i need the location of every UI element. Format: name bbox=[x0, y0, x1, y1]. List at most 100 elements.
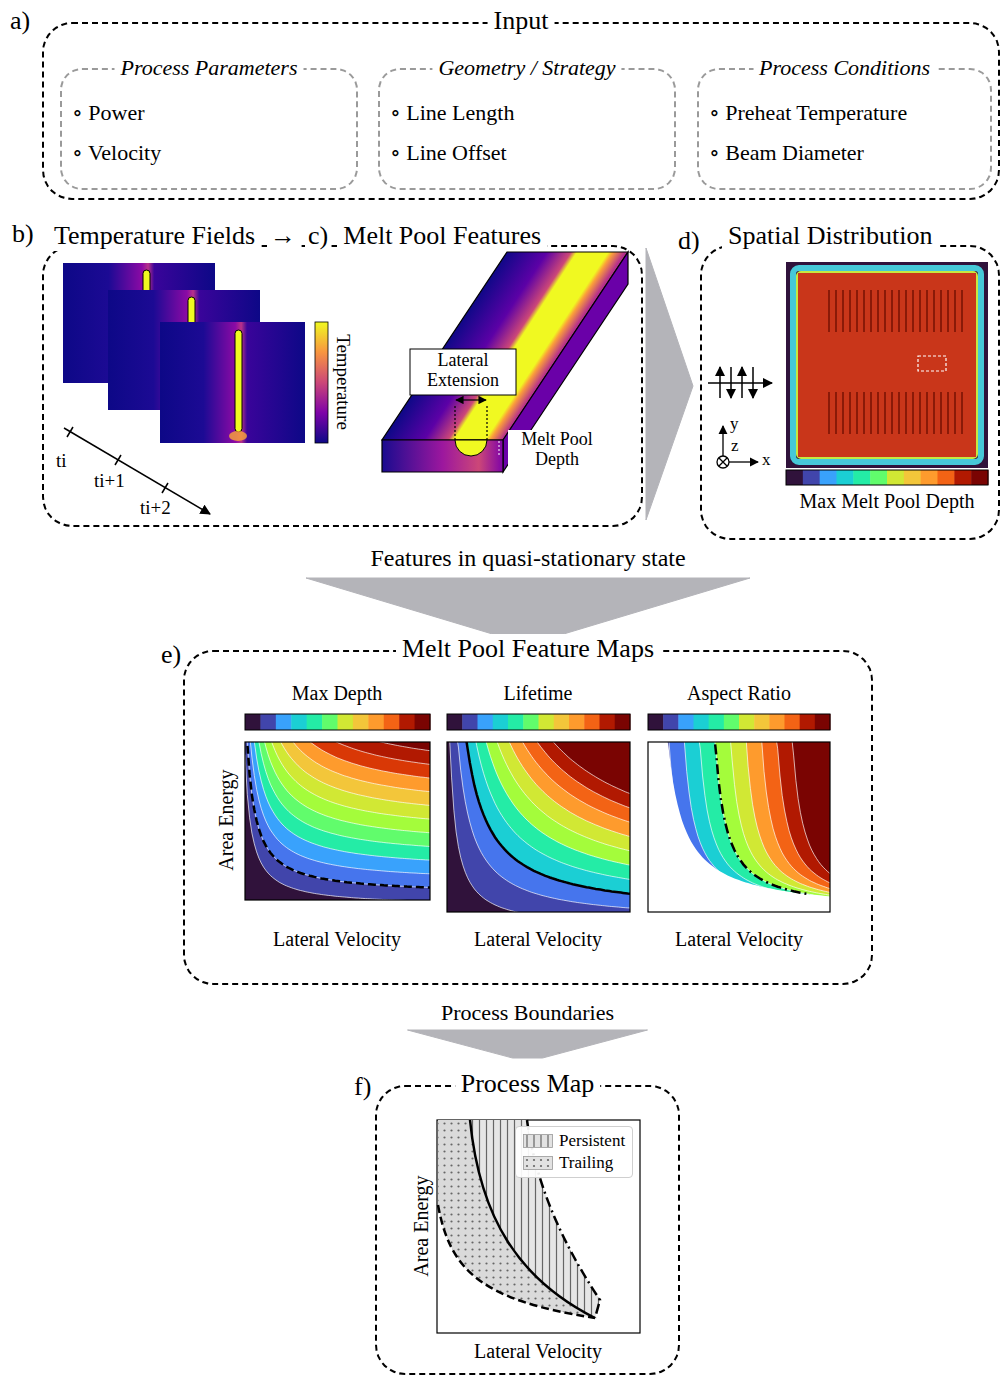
colorbar-frame bbox=[648, 714, 830, 730]
contour-line bbox=[245, 742, 430, 888]
contour-band bbox=[245, 742, 430, 819]
colorbar-step bbox=[384, 714, 400, 730]
colorbar-step bbox=[245, 714, 261, 730]
figure-label: Lateral Velocity bbox=[675, 928, 803, 951]
contour-line bbox=[245, 742, 430, 847]
flow-arrow bbox=[306, 578, 528, 636]
panel-heading: Melt Pool Feature Maps bbox=[396, 634, 660, 664]
figure-label: ti+1 bbox=[94, 470, 125, 492]
contour-line bbox=[737, 742, 830, 892]
contour-band bbox=[245, 742, 430, 860]
flow-arrow bbox=[408, 1030, 648, 1058]
contour-line bbox=[447, 742, 630, 912]
colorbar-step bbox=[887, 470, 904, 485]
input-group-box: Process Conditions∘ Preheat Temperature∘… bbox=[697, 68, 992, 190]
hatch-stroke bbox=[540, 1135, 541, 1147]
colorbar-step bbox=[971, 470, 988, 485]
contour-band bbox=[245, 742, 430, 805]
colorbar-step bbox=[307, 714, 323, 730]
panel-heading: Process Conditions bbox=[753, 55, 936, 80]
colorbar-step bbox=[769, 714, 785, 730]
contour-band bbox=[782, 742, 830, 874]
colorbar-step bbox=[739, 714, 755, 730]
hatch-stroke bbox=[526, 1135, 527, 1147]
colorbar-step bbox=[870, 470, 887, 485]
colorbar-step bbox=[853, 470, 870, 485]
panel-heading: Spatial Distribution bbox=[722, 221, 938, 251]
colorbar-step bbox=[539, 714, 555, 730]
flow-arrow bbox=[528, 578, 750, 636]
hatch-stroke bbox=[533, 1135, 534, 1147]
contour-band bbox=[245, 742, 430, 888]
colorbar-step bbox=[600, 714, 616, 730]
contour-band bbox=[245, 742, 430, 778]
empty-region bbox=[648, 742, 830, 912]
contour-line bbox=[245, 742, 430, 805]
colorbar-step bbox=[678, 714, 694, 730]
colorbar-step bbox=[663, 714, 679, 730]
melt-pool-block bbox=[382, 252, 628, 472]
contour-band bbox=[769, 742, 830, 883]
dot-mark bbox=[540, 1165, 542, 1167]
legend-box: PersistentTrailing bbox=[515, 1126, 633, 1178]
panel-heading: Melt Pool Features bbox=[337, 221, 547, 251]
contour-line bbox=[769, 742, 830, 883]
contour-line bbox=[245, 742, 430, 792]
colorbar-step bbox=[447, 714, 463, 730]
contour-line bbox=[245, 742, 430, 764]
dot-mark bbox=[533, 1165, 535, 1167]
boundary-line bbox=[705, 742, 810, 894]
contour-band bbox=[447, 742, 630, 908]
colorbar-step bbox=[754, 714, 770, 730]
panel-heading: Process Parameters bbox=[115, 55, 304, 80]
figure-label: y bbox=[730, 414, 739, 434]
panel-heading: Process Map bbox=[455, 1069, 601, 1099]
swatch-fill bbox=[524, 1135, 553, 1148]
list-item: ∘ Velocity bbox=[72, 140, 161, 165]
list-item: ∘ Power bbox=[72, 100, 145, 125]
figure-label: Aspect Ratio bbox=[687, 682, 791, 705]
list-item: ∘ Line Offset bbox=[390, 140, 507, 165]
legend-text: Persistent bbox=[559, 1131, 625, 1151]
contour-line bbox=[447, 742, 630, 908]
colorbar-step bbox=[786, 470, 803, 485]
figure-label: Lateral Velocity bbox=[474, 928, 602, 951]
list-item: ∘ Preheat Temperature bbox=[709, 100, 907, 125]
figure-label: Melt Pool Depth bbox=[508, 430, 606, 470]
process-map bbox=[437, 1120, 640, 1333]
colorbar-step bbox=[584, 714, 600, 730]
figure-label: d) bbox=[678, 226, 700, 256]
map-frame bbox=[648, 742, 830, 912]
edge-label: Features in quasi-stationary state bbox=[366, 545, 689, 573]
colorbar-step bbox=[921, 470, 938, 485]
legend-row: Trailing bbox=[523, 1152, 625, 1174]
legend-row: Persistent bbox=[523, 1130, 625, 1152]
list-item: ∘ Line Length bbox=[390, 100, 514, 125]
figure-label: x bbox=[762, 450, 771, 470]
map-frame bbox=[245, 742, 430, 900]
colorbar-step bbox=[368, 714, 384, 730]
colorbar bbox=[786, 470, 989, 485]
contour-line bbox=[245, 742, 430, 860]
figure-label: Lateral Velocity bbox=[273, 928, 401, 951]
boundary-line bbox=[245, 742, 430, 888]
feature-map bbox=[245, 742, 430, 900]
contour-band bbox=[245, 742, 430, 833]
contour-line bbox=[447, 742, 630, 808]
dot-mark bbox=[547, 1165, 549, 1167]
panel-box: InputProcess Parameters∘ Power∘ Velocity… bbox=[42, 22, 1000, 200]
colorbar-step bbox=[954, 470, 971, 485]
colorbar-step bbox=[508, 714, 524, 730]
colorbar-step bbox=[615, 714, 631, 730]
colorbar-step bbox=[353, 714, 369, 730]
colorbar-step bbox=[291, 714, 307, 730]
panel-heading: Geometry / Strategy bbox=[432, 55, 621, 80]
colorbar-frame bbox=[786, 470, 988, 485]
feature-map bbox=[648, 742, 830, 912]
flow-arrow bbox=[646, 248, 693, 520]
colorbar-step bbox=[322, 714, 338, 730]
figure-label: ti bbox=[56, 450, 67, 472]
spatial-map bbox=[708, 262, 988, 468]
colorbar-step bbox=[803, 470, 820, 485]
